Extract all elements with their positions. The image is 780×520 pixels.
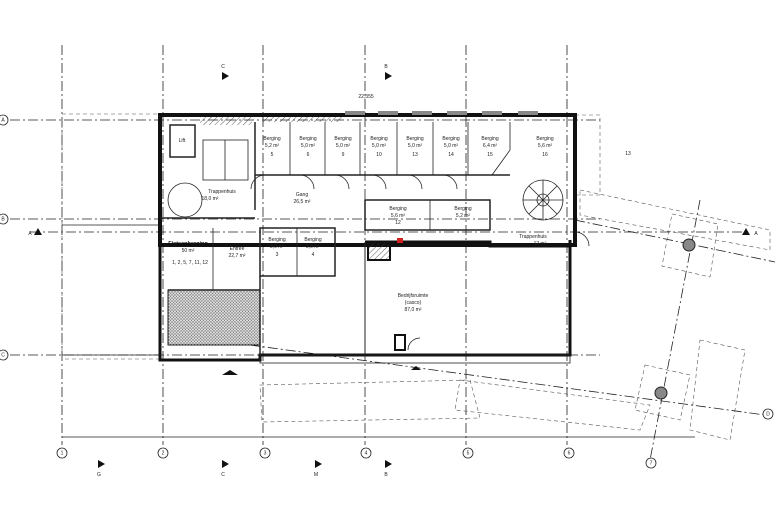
room-area: 5,0 m² (444, 143, 459, 149)
grid-label: A (1, 117, 5, 123)
lift-shaft (169, 124, 196, 158)
room-area: 87,0 m² (405, 307, 422, 313)
room-area: 5,0 m² (336, 143, 351, 149)
room-name: Berging (536, 136, 553, 142)
section-label: B (384, 64, 388, 70)
room-number: 3 (276, 252, 279, 258)
hatched-area (167, 289, 261, 346)
room-name: Berging (304, 237, 321, 243)
room-area: 22,7 m² (229, 253, 246, 259)
room-name: Berging (370, 136, 387, 142)
section-label: M (314, 472, 318, 478)
room-area: 6,4 m² (483, 143, 498, 149)
room-area: 5,2 m² (456, 213, 471, 219)
turning-circle (167, 182, 203, 218)
column-footing (634, 364, 691, 421)
grid-label: 4 (365, 450, 368, 456)
room-area: 5,0 m² (408, 143, 423, 149)
grid-label: 3 (264, 450, 267, 456)
column (654, 386, 668, 400)
room-number: 16 (542, 152, 548, 158)
room-area: 26,5 m² (294, 199, 311, 205)
room-area: 5,0 m² (306, 244, 321, 250)
room-number: 1, 2, 5, 7, 11, 12 (172, 260, 208, 266)
outside-label: 13 (625, 151, 631, 157)
room-name: Berging (299, 136, 316, 142)
section-markers: C B G C M B A A (28, 64, 758, 478)
section-label: A (754, 231, 758, 237)
section-label: A (28, 231, 32, 237)
room-area: 5,0 m² (301, 143, 316, 149)
grid-label: 2 (162, 450, 165, 456)
grid-bubbles: 1 2 3 4 5 6 7 A B C D (0, 114, 774, 469)
room-name: Lift (179, 138, 186, 144)
room-name: Entree (230, 246, 245, 252)
grid-label: C (1, 352, 5, 358)
room-area: 18,0 m² (202, 196, 219, 202)
room-name: Trappenhuis (519, 234, 547, 240)
room-number: 15 (487, 152, 493, 158)
room-area: 5,2 m² (265, 143, 280, 149)
room-area: 5,0 m² (270, 244, 285, 250)
dimension-label: 22,355 (358, 94, 374, 100)
room-name: Bedrijfsruimte (398, 293, 429, 299)
shaft (367, 241, 391, 261)
grid-label: D (766, 411, 770, 417)
grid-label: 6 (568, 450, 571, 456)
spiral-staircase (522, 179, 564, 221)
grid-label: B (1, 216, 5, 222)
room-number: 4 (312, 252, 315, 258)
room-name: Berging (334, 136, 351, 142)
section-label: B (384, 472, 388, 478)
room-name: Berging (389, 206, 406, 212)
terrace-outline (61, 113, 161, 360)
room-name: Trappenhuis (208, 189, 236, 195)
grid-label: 5 (467, 450, 470, 456)
room-number: 5 (271, 152, 274, 158)
emergency-sign (397, 238, 403, 243)
room-number: 10 (376, 152, 382, 158)
room-labels: Lift Trappenhuis 18,0 m² Berging 5,2 m² … (168, 94, 631, 313)
room-number: 13 (412, 152, 418, 158)
room-name: Fietsenberging (168, 241, 207, 247)
section-label: G (97, 472, 101, 478)
room-name: Berging (481, 136, 498, 142)
room-area: 12 m² (534, 241, 547, 247)
room-name: Berging (454, 206, 471, 212)
room-area: 5,0 m² (372, 143, 387, 149)
room-number: 14 (448, 152, 454, 158)
grid-label: 7 (650, 460, 653, 466)
windows (259, 111, 571, 364)
section-label: C (221, 472, 225, 478)
room-area: 50 m² (182, 248, 195, 254)
column (682, 238, 696, 252)
room-number: 6 (307, 152, 310, 158)
staircase (202, 139, 249, 181)
column-footing (661, 213, 719, 278)
room-name: Berging (442, 136, 459, 142)
section-label: C (221, 64, 225, 70)
grid-label: 1 (61, 450, 64, 456)
room-name: Berging (406, 136, 423, 142)
room-area: 5,6 m² (538, 143, 553, 149)
electrical-cabinet (394, 334, 406, 351)
room-number: (casco) (405, 300, 422, 306)
room-number: 9 (342, 152, 345, 158)
building (158, 111, 590, 364)
room-name: Berging (263, 136, 280, 142)
room-area: 5,6 m² (391, 213, 406, 219)
room-name: Berging (268, 237, 285, 243)
room-number: 12 (395, 220, 401, 226)
room-name: Gang (296, 192, 308, 198)
